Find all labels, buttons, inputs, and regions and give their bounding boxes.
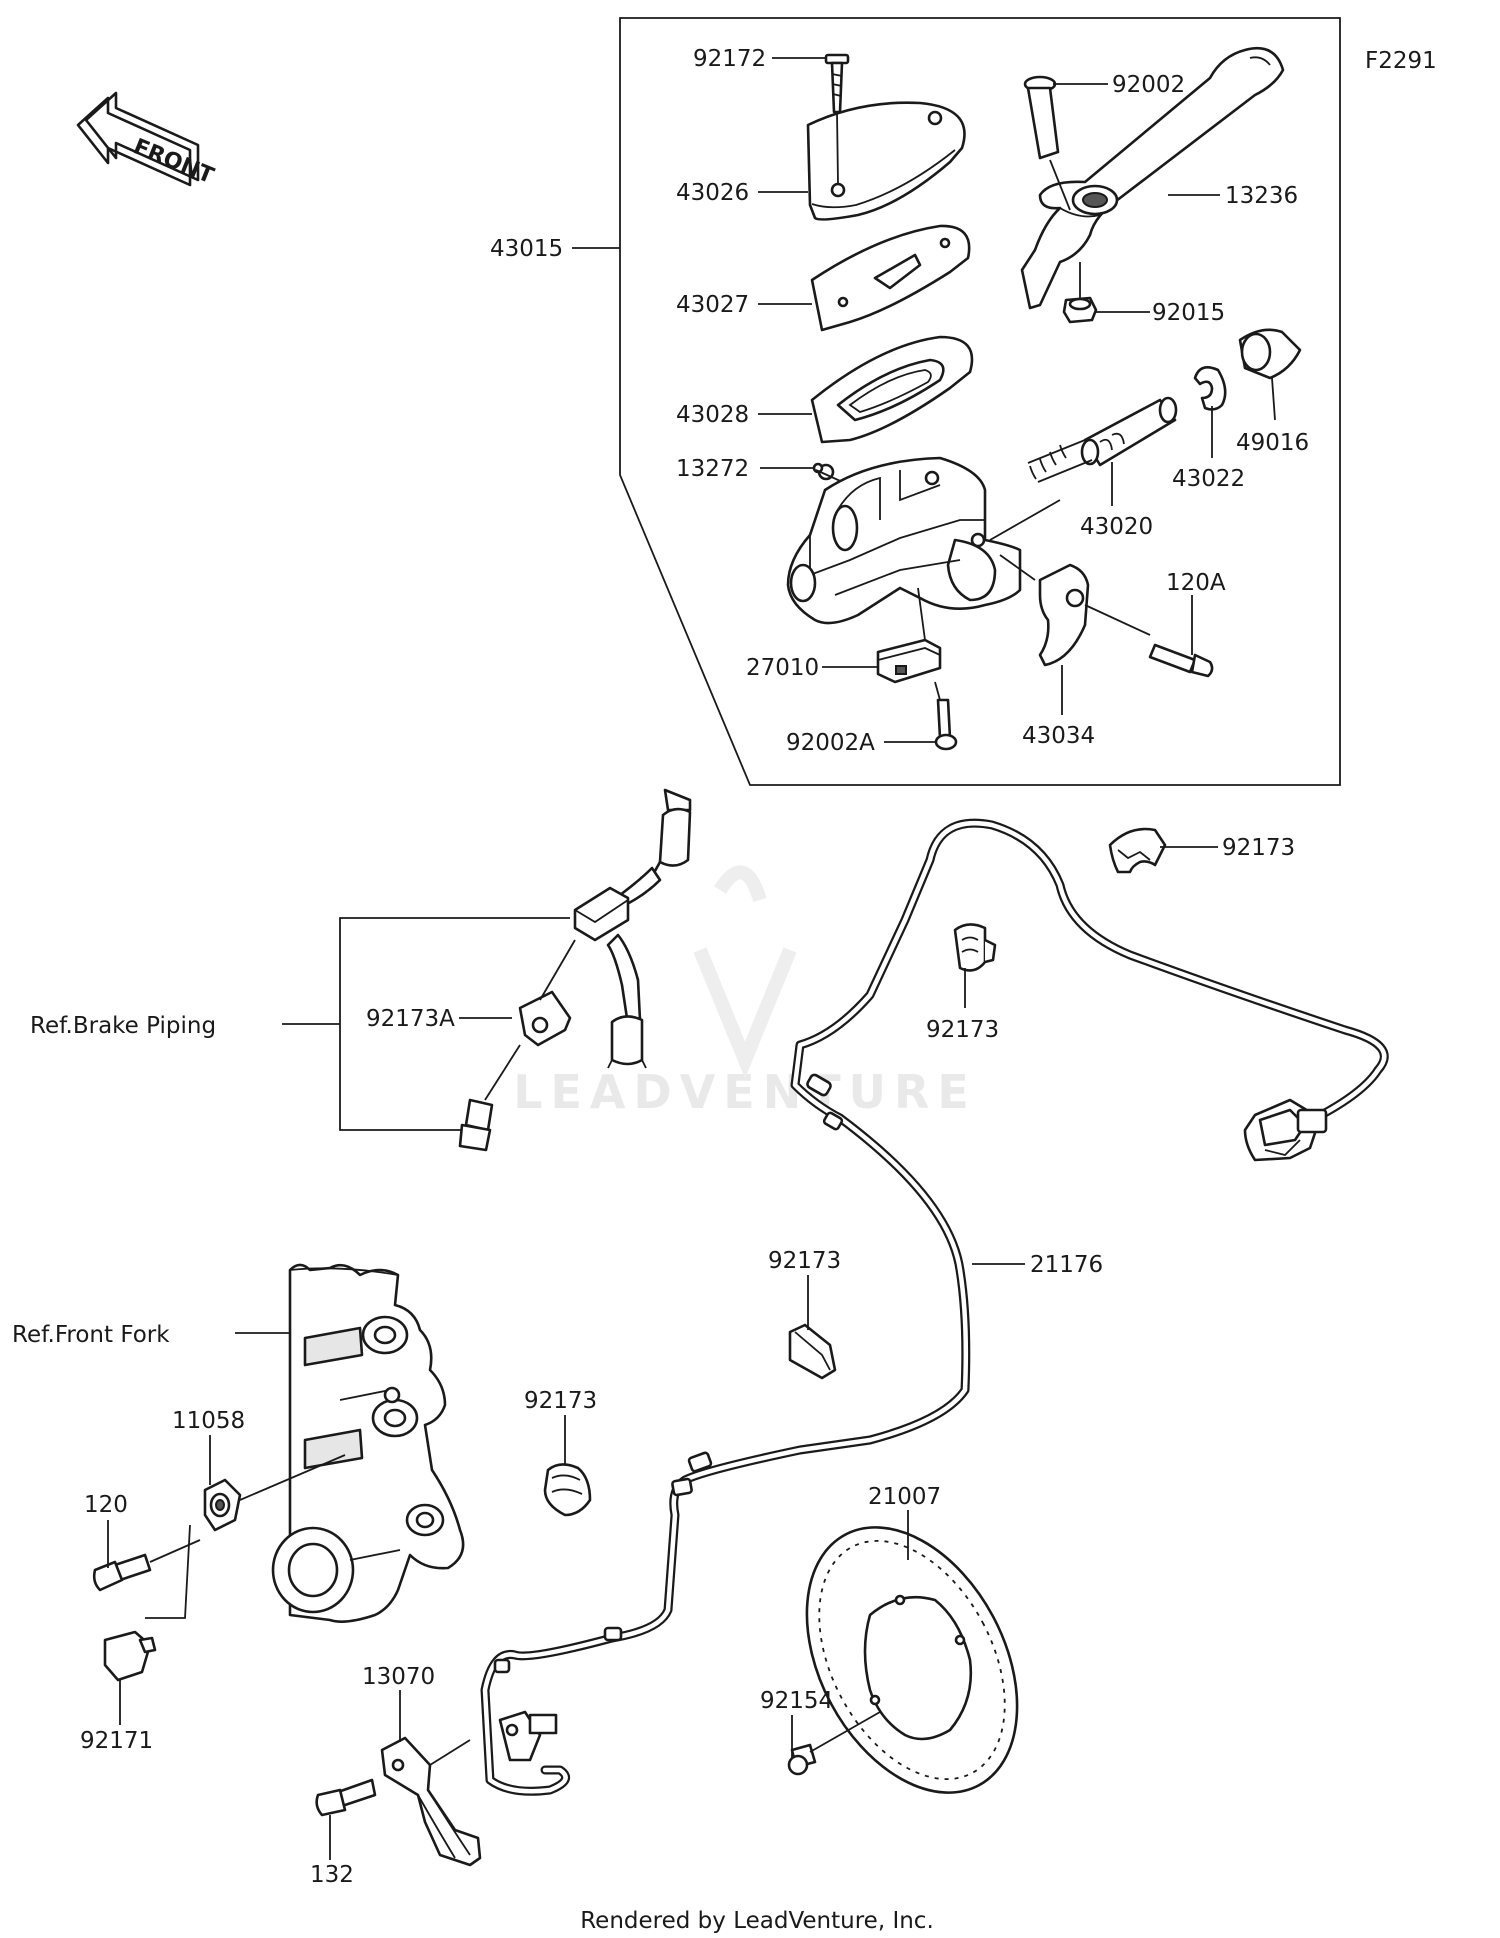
label-43034: 43034 xyxy=(1022,723,1095,749)
screw-92172 xyxy=(824,53,850,114)
label-92172: 92172 xyxy=(693,46,766,72)
bolt-132 xyxy=(315,1778,377,1817)
figure-code: F2291 xyxy=(1365,48,1437,74)
bolt-92173A-fastener xyxy=(458,1098,494,1152)
brake-hose-reference xyxy=(573,788,692,1069)
label-27010: 27010 xyxy=(746,655,819,681)
clip-92173-center xyxy=(788,1323,837,1380)
label-92002A: 92002A xyxy=(786,730,875,756)
sensor-bracket-13070 xyxy=(380,1736,482,1867)
circlip-43022 xyxy=(1193,366,1227,411)
clip-92173-middle xyxy=(953,923,997,972)
label-21176: 21176 xyxy=(1030,1252,1103,1278)
brake-lever-13236 xyxy=(1020,46,1285,310)
footer-credit: Rendered by LeadVenture, Inc. xyxy=(580,1908,934,1934)
front-fork-reference xyxy=(271,1263,465,1623)
label-92173A: 92173A xyxy=(366,1006,455,1032)
boot-49016 xyxy=(1238,328,1302,380)
bolt-120A xyxy=(1148,643,1214,678)
label-92015: 92015 xyxy=(1152,300,1225,326)
label-13272: 13272 xyxy=(676,456,749,482)
watermark-logo-icon xyxy=(693,865,797,1079)
label-43028: 43028 xyxy=(676,402,749,428)
label-11058: 11058 xyxy=(172,1408,245,1434)
screw-92002A xyxy=(934,698,958,751)
clip-92173-lower xyxy=(543,1463,592,1517)
label-43022: 43022 xyxy=(1172,466,1245,492)
grommet-11058 xyxy=(203,1478,242,1532)
label-21007: 21007 xyxy=(868,1484,941,1510)
label-120A: 120A xyxy=(1166,570,1226,596)
label-43020: 43020 xyxy=(1080,514,1153,540)
clip-92173-upper-right xyxy=(1108,827,1167,874)
watermark: LEADVENTURE xyxy=(513,1065,977,1119)
label-92002: 92002 xyxy=(1112,72,1185,98)
bolt-120 xyxy=(92,1539,201,1592)
label-43015: 43015 xyxy=(490,236,563,262)
label-92173-middle: 92173 xyxy=(926,1017,999,1043)
master-cylinder-group-box xyxy=(619,17,1341,786)
label-43026: 43026 xyxy=(676,180,749,206)
label-13070: 13070 xyxy=(362,1664,435,1690)
clip-92171 xyxy=(103,1630,157,1682)
master-cylinder-body xyxy=(786,456,1022,625)
label-92154: 92154 xyxy=(760,1688,833,1714)
reservoir-cap-43026 xyxy=(806,101,966,221)
label-ref-brake-piping: Ref.Brake Piping xyxy=(30,1013,216,1039)
label-92173-lower: 92173 xyxy=(524,1388,597,1414)
nut-92015 xyxy=(1062,296,1098,324)
holder-clamp-43034 xyxy=(1038,563,1090,667)
label-120: 120 xyxy=(84,1492,128,1518)
label-132: 132 xyxy=(310,1862,354,1888)
screw-92154 xyxy=(787,1711,881,1776)
piston-assembly-43020 xyxy=(1027,396,1178,483)
label-13236: 13236 xyxy=(1225,183,1298,209)
brake-switch-27010 xyxy=(876,638,942,684)
label-92173-center: 92173 xyxy=(768,1248,841,1274)
front-arrow-icon: FRONT xyxy=(76,91,217,189)
label-49016: 49016 xyxy=(1236,430,1309,456)
label-43027: 43027 xyxy=(676,292,749,318)
label-ref-front-fork: Ref.Front Fork xyxy=(12,1322,170,1348)
abs-sensor-cable-21176 xyxy=(480,818,1389,1796)
label-92171: 92171 xyxy=(80,1728,153,1754)
label-92173-upper-right: 92173 xyxy=(1222,835,1295,861)
sensor-rotor-21007 xyxy=(805,1526,1019,1794)
pivot-bolt-92002 xyxy=(1023,75,1060,160)
